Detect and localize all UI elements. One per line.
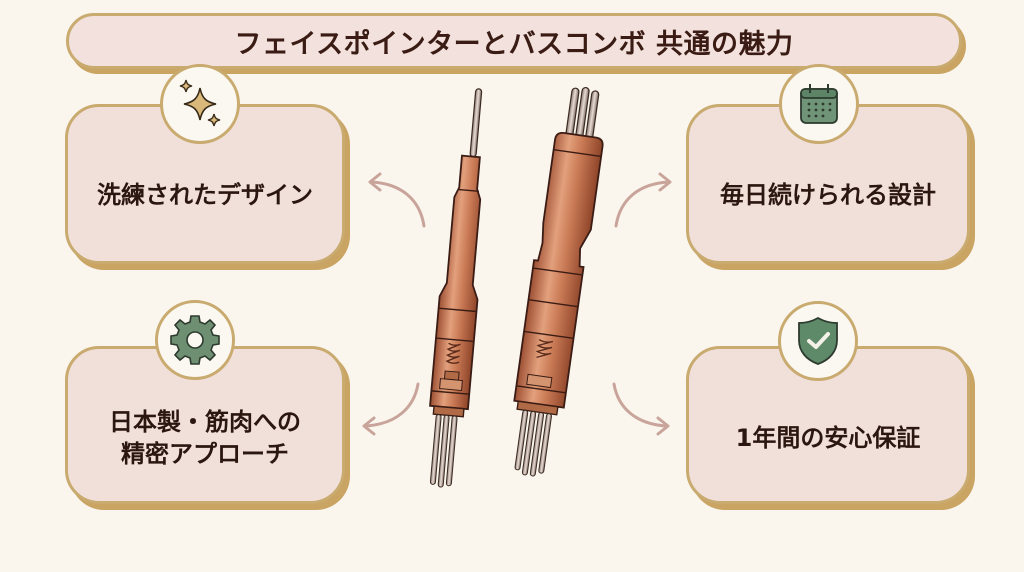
arrow-to-daily [614,172,672,228]
calendar-badge [779,64,859,144]
gear-icon [170,315,220,365]
arrow-to-design [368,172,426,228]
gear-badge [155,300,235,380]
shield-badge [778,301,858,381]
feature-label: 毎日続けられる設計 [720,180,936,209]
feature-label: 洗練されたデザイン [97,180,313,209]
arrow-to-warranty [612,382,670,436]
shield-check-icon [798,316,838,365]
arrow-to-precision [362,382,420,436]
sparkles-badge [160,64,240,144]
sparkles-icon [179,79,221,127]
page-title: フェイスポインターとバスコンボ 共通の魅力 [234,28,794,60]
feature-label: 1年間の安心保証 [735,423,921,452]
feature-card-precision: 日本製・筋肉への 精密アプローチ [65,346,345,504]
calendar-icon [800,84,838,124]
feature-label: 日本製・筋肉への 精密アプローチ [109,407,301,468]
bath-combo-device [513,87,604,477]
title-banner: フェイスポインターとバスコンボ 共通の魅力 [66,13,962,69]
face-pointer-device [429,88,483,488]
